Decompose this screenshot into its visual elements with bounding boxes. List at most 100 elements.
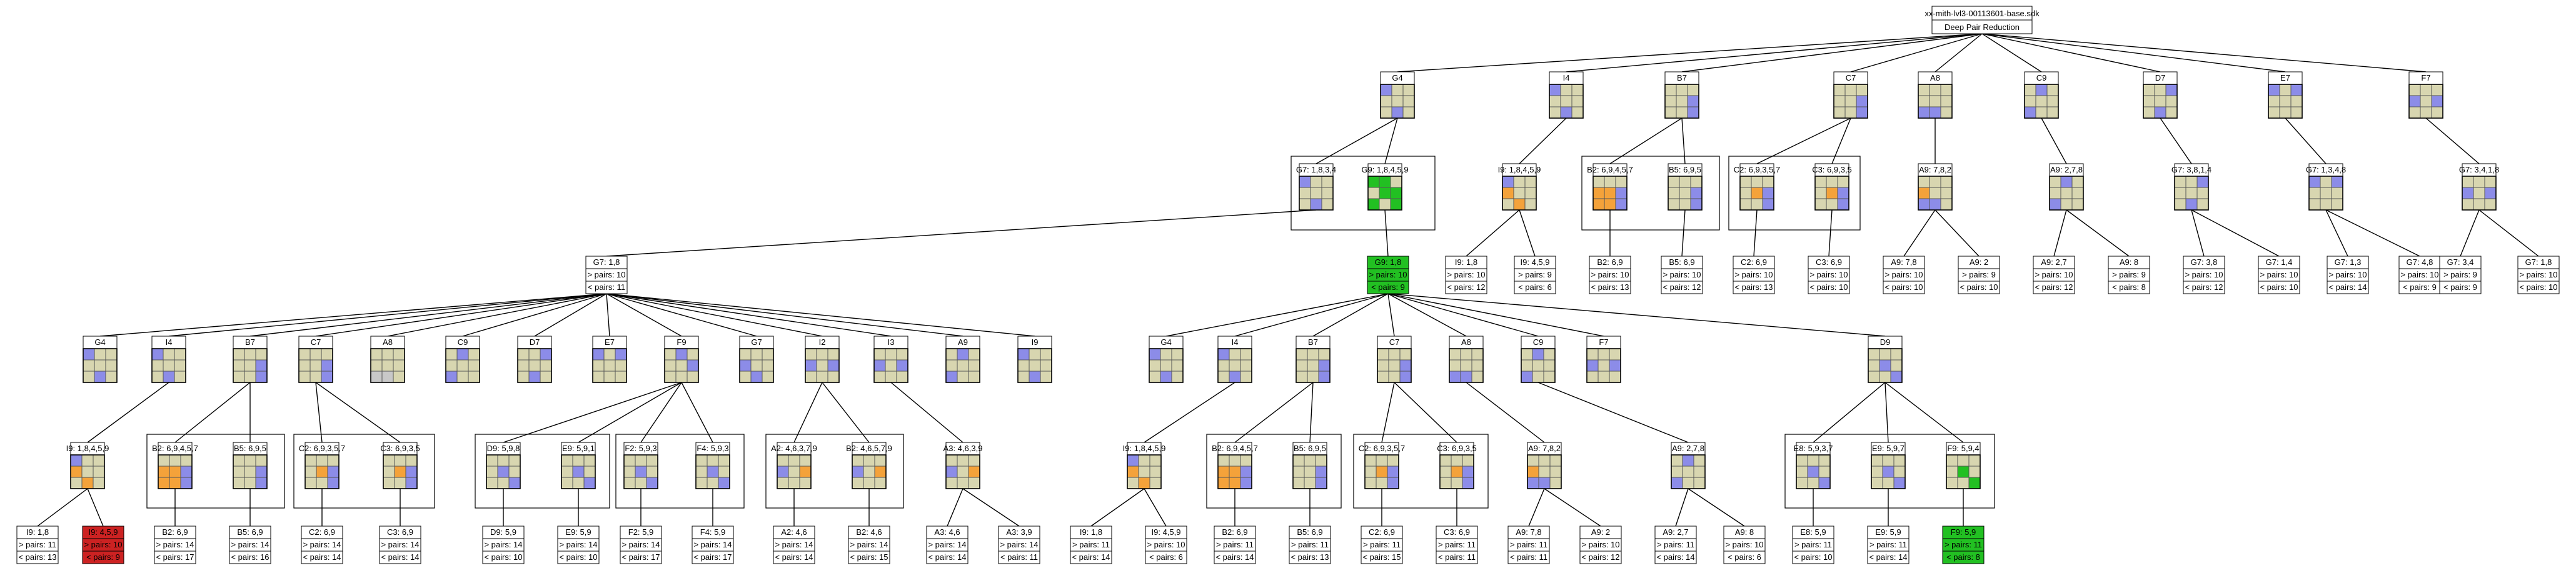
grid-border xyxy=(2049,176,2084,211)
grid-cell xyxy=(321,348,333,361)
node-label: F7 xyxy=(2421,73,2430,82)
leaf-greater-pairs: > pairs: 11 xyxy=(1216,540,1254,549)
grid-cell xyxy=(762,359,774,372)
grid-cell xyxy=(583,466,596,478)
node-label: F2: 5,9,3 xyxy=(625,444,657,453)
grid-cell xyxy=(968,348,980,361)
node-label: B7 xyxy=(1308,337,1318,347)
grid-cell xyxy=(70,466,83,478)
grid-cell xyxy=(2279,95,2292,107)
left-row5-board-node: B5: 6,9,5 xyxy=(233,442,268,489)
tree-edge xyxy=(503,382,682,443)
tree-edge xyxy=(1519,117,1567,164)
grid-cell xyxy=(1882,477,1894,489)
left-row5-board-node: C3: 6,9,3,5 xyxy=(380,442,420,489)
grid-cell xyxy=(1439,477,1452,489)
grid-cell xyxy=(1690,198,1703,211)
grid-cell xyxy=(2279,106,2292,119)
grid-cell xyxy=(1946,466,1958,478)
right-row5-board-node: B2: 6,9,4,5,7 xyxy=(1212,442,1258,489)
top-board-node: I4 xyxy=(1549,71,1584,119)
grid-cell xyxy=(2154,95,2166,107)
tree-edge xyxy=(606,293,610,337)
grid-cell xyxy=(1460,348,1472,361)
grid-cell xyxy=(2279,84,2292,96)
grid-cell xyxy=(1918,106,1930,119)
node-label: A3: 4,6,3,9 xyxy=(943,444,983,453)
grid-cell xyxy=(1571,84,1584,96)
grid-border xyxy=(873,348,908,383)
leaf-label: A9: 8 xyxy=(1735,527,1754,537)
leaf-less-pairs: < pairs: 10 xyxy=(559,552,597,562)
leaf-less-pairs: < pairs: 14 xyxy=(2328,282,2367,292)
right-row4-board-node: G4 xyxy=(1149,336,1184,383)
grid-cell xyxy=(1149,359,1161,372)
tree-edge xyxy=(822,382,870,443)
grid-cell xyxy=(1521,371,1533,383)
grid-border xyxy=(1149,348,1184,383)
grid-cell xyxy=(163,348,175,361)
grid-cell xyxy=(174,359,186,372)
leaf-greater-pairs: > pairs: 10 xyxy=(2328,270,2367,279)
grid-cell xyxy=(1826,176,1838,188)
leaf-label: I9: 1,8 xyxy=(1455,257,1477,267)
grid-border xyxy=(1586,348,1621,383)
grid-border xyxy=(233,454,268,489)
grid-cell xyxy=(1240,359,1252,372)
tree-edge xyxy=(1675,488,1689,527)
group-frame xyxy=(1581,156,1720,231)
grid-cell xyxy=(1690,187,1703,199)
leaf-greater-pairs: > pairs: 14 xyxy=(621,540,660,549)
grid-cell xyxy=(1292,454,1305,467)
grid-cell xyxy=(1739,187,1752,199)
right-row5-board-node: B5: 6,9,5 xyxy=(1292,442,1327,489)
tree-edge xyxy=(387,293,607,337)
grid-cell xyxy=(1379,187,1391,199)
grid-cell xyxy=(945,359,958,372)
leaf-greater-pairs: > pairs: 14 xyxy=(381,540,419,549)
grid-cell xyxy=(2196,176,2209,188)
grid-cell xyxy=(664,359,677,372)
node-label: G7 xyxy=(751,337,762,347)
grid-border xyxy=(1918,84,1953,119)
grid-cell xyxy=(1449,371,1461,383)
leaf-row xyxy=(1867,551,1909,564)
grid-cell xyxy=(1560,95,1572,107)
group-frame xyxy=(293,434,435,509)
grid-cell xyxy=(508,454,521,467)
grid-cell xyxy=(393,359,405,372)
left-leaf-node: B2: 4,6> pairs: 14< pairs: 15 xyxy=(848,526,890,564)
left-row4-board-node: E7 xyxy=(592,336,627,383)
grid-cell xyxy=(1040,359,1052,372)
tree-edge xyxy=(1981,33,2286,72)
grid-cell xyxy=(1462,454,1474,467)
grid-cell xyxy=(255,359,268,372)
grid-cell xyxy=(1693,477,1706,489)
grid-cell xyxy=(615,359,627,372)
grid-cell xyxy=(1868,371,1880,383)
grid-cell xyxy=(707,477,719,489)
grid-cell xyxy=(1229,371,1241,383)
right-leaf-node: B2: 6,9> pairs: 11< pairs: 14 xyxy=(1214,526,1256,564)
grid-cell xyxy=(309,371,322,383)
grid-cell xyxy=(381,359,394,372)
node-label: E8: 5,9,3,7 xyxy=(1794,444,1833,453)
leaf-greater-pairs: > pairs: 14 xyxy=(850,540,888,549)
grid-cell xyxy=(1604,198,1616,211)
leaf-greater-pairs: > pairs: 9 xyxy=(1518,270,1552,279)
grid-cell xyxy=(635,477,647,489)
grid-cell xyxy=(151,371,164,383)
tree-edge xyxy=(1537,382,1689,443)
grid-cell xyxy=(1029,348,1041,361)
left-leaf-node: C3: 6,9> pairs: 14< pairs: 14 xyxy=(379,526,421,564)
leaf-greater-pairs: > pairs: 11 xyxy=(1291,540,1329,549)
grid-cell xyxy=(1307,348,1319,361)
grid-cell xyxy=(1940,106,1953,119)
grid-cell xyxy=(1833,95,1846,107)
tree-edge xyxy=(2191,209,2205,257)
node-label: I2 xyxy=(819,337,826,347)
leaf-greater-pairs: > pairs: 9 xyxy=(2443,270,2477,279)
leaf-row xyxy=(926,551,969,564)
grid-cell xyxy=(1609,359,1621,372)
leaf-label: B2: 6,9 xyxy=(162,527,188,537)
